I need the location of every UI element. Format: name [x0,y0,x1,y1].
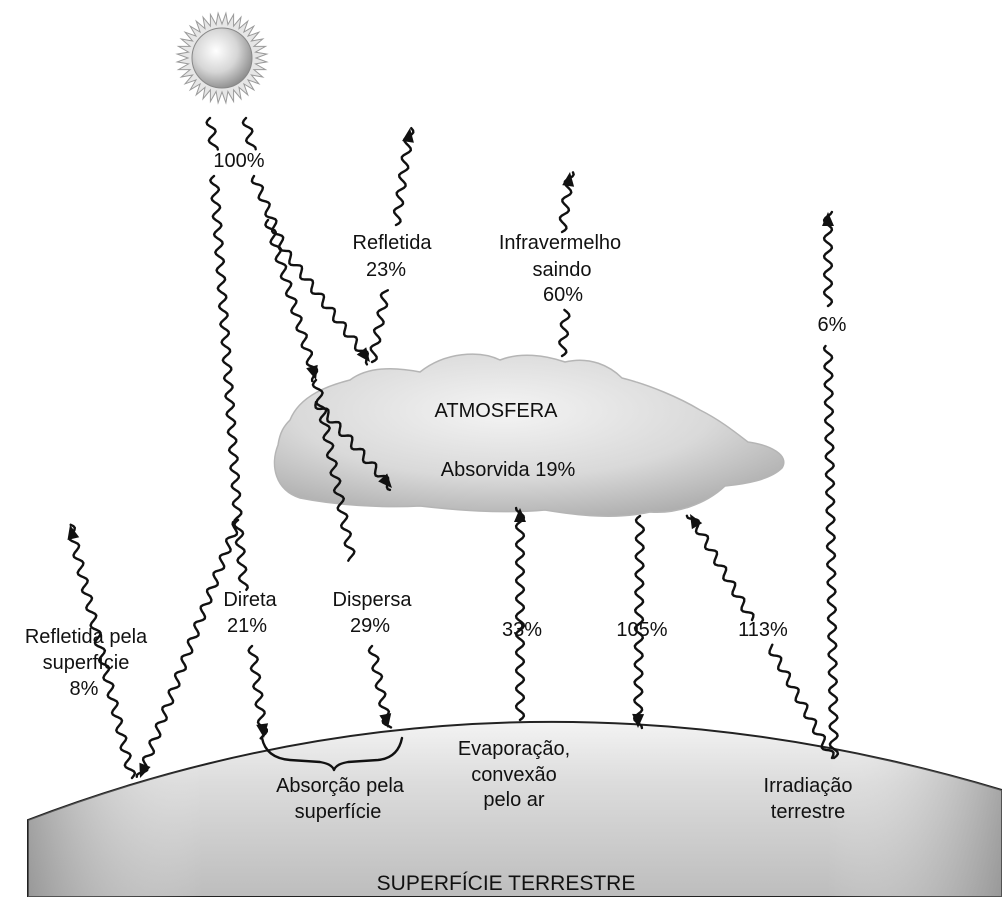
sun-beam-left [207,118,218,150]
reflected-from-atmosphere [252,176,368,364]
sun-icon [177,13,267,103]
absorbed-label: Absorvida 19% [441,459,576,481]
ground-ir-escape-percent: 6% [818,314,847,336]
back-radiation-percent: 105% [616,619,667,641]
surface-reflection-in [137,520,238,777]
surface-reflected-label: Refletida pela [25,626,148,648]
reflected-label: Refletida [353,232,433,254]
reflected-percent: 23% [366,259,406,281]
ground-ir-escape-top [824,212,832,306]
infrared-out-top-arrowhead [562,172,574,187]
scattered-to-cloud [265,220,317,381]
evaporation-label-2: convexão [471,764,557,786]
sun-disc [192,28,252,88]
direct-percent: 21% [227,615,267,637]
sun-beam-right [243,118,256,149]
reflected-up [371,290,388,362]
infrared-out-from-cloud [559,310,569,356]
reflected-up-top [394,128,413,225]
ground-radiation-to-cloud-upper [687,516,754,620]
direct-beam [210,176,241,520]
reflected-from-atmosphere-arrowhead [357,347,370,362]
infrared-out-label: Infravermelho [499,232,621,254]
terrestrial-radiation-label: Irradiação [764,775,853,797]
ground-radiation-percent: 113% [738,619,788,641]
direct-label: Direta [223,589,277,611]
evaporation-arrow [516,508,524,720]
evaporation-label: Evaporação, [458,738,570,760]
atmosphere-label: ATMOSFERA [435,400,559,422]
infrared-out-label-2: saindo [533,259,592,281]
ground-radiation-to-cloud-upper-arrowhead [690,514,702,529]
evaporation-percent: 33% [502,619,542,641]
surface-reflection-in-arrowhead [139,763,150,778]
ground-ir-escape-arrow [824,346,838,758]
scattered-label: Dispersa [333,589,413,611]
surface-reflected-percent: 8% [70,678,99,700]
sun-total-label: 100% [213,150,264,172]
surface-absorption-label-2: superfície [295,801,382,823]
evaporation-label-3: pelo ar [483,789,544,811]
surface-title: SUPERFÍCIE TERRESTRE [377,872,636,895]
surface-reflected-label-2: superfície [43,652,130,674]
scattered-percent: 29% [350,615,390,637]
infrared-out-percent: 60% [543,284,583,306]
terrestrial-radiation-label-2: terrestre [771,801,845,823]
surface-absorption-label: Absorção pela [276,775,405,797]
